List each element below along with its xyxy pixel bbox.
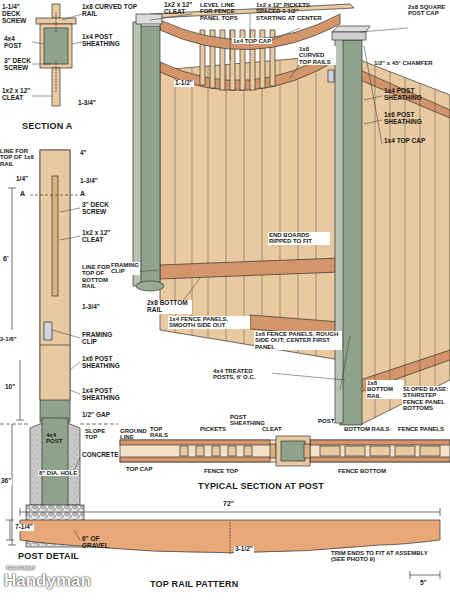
part-label: FRAMING CLIP [110, 262, 140, 275]
part-label: FENCE TOP [204, 468, 238, 474]
part-label: 7-1/4" [14, 524, 34, 531]
part-label: 1x4 FENCE PANELS, SMOOTH SIDE OUT [168, 316, 250, 329]
part-label: SLOPE TOP [84, 428, 116, 441]
part-label: FENCE PANELS [398, 426, 444, 432]
part-label: 1x6 POST SHEATHING [82, 356, 118, 370]
part-label: 4x4 POST [4, 36, 32, 50]
part-label: 1x4 POST SHEATHING [384, 88, 444, 102]
part-label: 3" DECK SCREW [4, 58, 34, 72]
part-label: 1x4 POST SHEATHING [82, 388, 118, 402]
part-label: TRIM ENDS TO FIT AT ASSEMBLY (SEE PHOTO … [330, 550, 436, 563]
part-label: 1x2 x 12" PICKETS SPACED 1-1/2" STARTING… [256, 2, 330, 21]
part-label: 1-3/4" [82, 304, 100, 311]
part-label: TOP CAP [126, 466, 152, 472]
part-label: 2x8 SQUARE POST CAP [408, 4, 448, 17]
part-label: LEVEL LINE FOR FENCE PANEL TOPS [200, 2, 248, 21]
part-label: A [80, 190, 85, 197]
part-label: 1x2 x 12" CLEAT [82, 230, 116, 244]
part-label: 2-1/8" [0, 336, 17, 342]
watermark: THE FAMILY [6, 566, 35, 571]
part-label: CONCRETE [82, 452, 118, 459]
part-label: 2x8 BOTTOM RAIL [146, 300, 192, 314]
part-label: 1/4" [16, 176, 28, 183]
part-label: A [20, 190, 25, 197]
part-label: 1x4 TOP CAP [232, 38, 272, 44]
part-label: 1x8 CURVED TOP RAILS [298, 46, 336, 65]
part-label: 1x6 FENCE PANELS, ROUGH SIDE OUT; CENTER… [254, 331, 342, 350]
part-label: TOP RAILS [150, 426, 180, 439]
part-label: LINE FOR TOP OF 1x8 RAIL [0, 148, 36, 167]
part-label: 1x8 CURVED TOP RAIL [82, 4, 142, 18]
section-title: POST DETAIL [18, 552, 79, 561]
part-label: 1x6 POST SHEATHING [384, 112, 444, 126]
part-label: 1x8 BOTTOM RAIL [366, 380, 404, 399]
part-label: 72" [222, 500, 235, 507]
part-label: 1x4 POST SHEATHING [82, 34, 142, 48]
part-label: BOTTOM RAILS [344, 426, 390, 432]
part-label: 4x4 POST [46, 432, 66, 445]
part-label: END BOARDS RIPPED TO FIT [268, 232, 330, 245]
part-label: 1x4 TOP CAP [384, 138, 425, 145]
part-label: 6' [2, 255, 10, 262]
part-label: 3" DECK SCREW [82, 202, 116, 216]
part-label: POST SHEATHING [230, 414, 274, 427]
part-label: 8" DIA. HOLE [38, 470, 78, 476]
part-label: 4x4 TREATED POSTS, 6' O.C. [212, 368, 272, 381]
part-label: 1-3/4" [80, 178, 98, 185]
part-label: CLEAT [262, 426, 282, 432]
section-title: TOP RAIL PATTERN [150, 580, 238, 589]
part-label: 3-1/2" [234, 546, 254, 553]
part-label: 1-1/2" [174, 80, 194, 87]
part-label: 5" [420, 580, 427, 587]
watermark: Handyman [4, 572, 91, 590]
part-label: POST [318, 418, 334, 424]
part-label: FRAMING CLIP [82, 332, 116, 346]
part-label: 36" [0, 478, 12, 485]
part-label: 1-3/4" [78, 100, 96, 107]
part-label: 1x2 x 12" CLEAT [164, 2, 194, 16]
part-label: 1-1/4" DECK SCREW [2, 4, 34, 24]
part-label: 10" [4, 384, 16, 391]
section-title: TYPICAL SECTION AT POST [198, 482, 324, 491]
part-label: 1x2 x 12" CLEAT [2, 88, 34, 102]
section-title: SECTION A [22, 122, 72, 131]
part-label: 6" OF GRAVEL [82, 536, 122, 550]
part-label: PICKETS [200, 426, 226, 432]
part-label: FENCE BOTTOM [338, 468, 386, 474]
part-label: GROUND LINE [120, 428, 148, 441]
part-label: 1/2" x 45° CHAMFER [374, 60, 433, 66]
part-label: SLOPED BASE: STAIRSTEP FENCE PANEL BOTTO… [402, 386, 450, 411]
part-label: 1/2" GAP [82, 412, 110, 419]
part-label: 4" [80, 150, 87, 157]
